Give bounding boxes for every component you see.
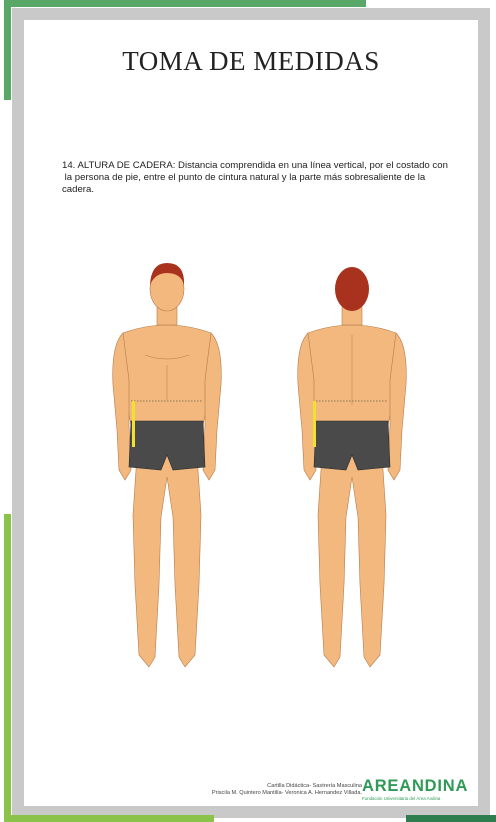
description-line: cadera.: [62, 184, 454, 196]
footer-line: Priscila M. Quintero Mantilla- Veronica …: [212, 790, 362, 797]
logo-subtitle: Fundación Universitaria del Área Andina: [362, 796, 478, 801]
accent-bar-left-bottom: [4, 514, 11, 822]
back-figure: [298, 267, 407, 667]
accent-bar-bottom-right: [406, 815, 496, 822]
description-line: 14. ALTURA DE CADERA: Distancia comprend…: [62, 160, 454, 172]
back-legs: [318, 455, 386, 667]
logo-wordmark: AREANDINA: [362, 778, 478, 795]
description-line: la persona de pie, entre el punto de cin…: [62, 172, 454, 184]
areandina-logo: AREANDINA Fundación Universitaria del Ár…: [362, 778, 478, 801]
footer-line: Cartilla Didáctica- Sastrería Masculina: [212, 783, 362, 790]
body-illustration: [95, 255, 415, 675]
front-legs: [133, 455, 201, 667]
front-figure: [113, 263, 222, 667]
measurement-description: 14. ALTURA DE CADERA: Distancia comprend…: [62, 160, 454, 196]
back-head-hair: [335, 267, 369, 311]
accent-bar-bottom: [4, 815, 214, 822]
front-hip-height-marker: [132, 401, 135, 447]
accent-bar-top: [4, 0, 366, 7]
page-title: TOMA DE MEDIDAS: [24, 46, 478, 77]
back-hip-height-marker: [313, 401, 316, 447]
footer-credits: Cartilla Didáctica- Sastrería Masculina …: [212, 783, 362, 797]
accent-bar-left-top: [4, 0, 11, 100]
